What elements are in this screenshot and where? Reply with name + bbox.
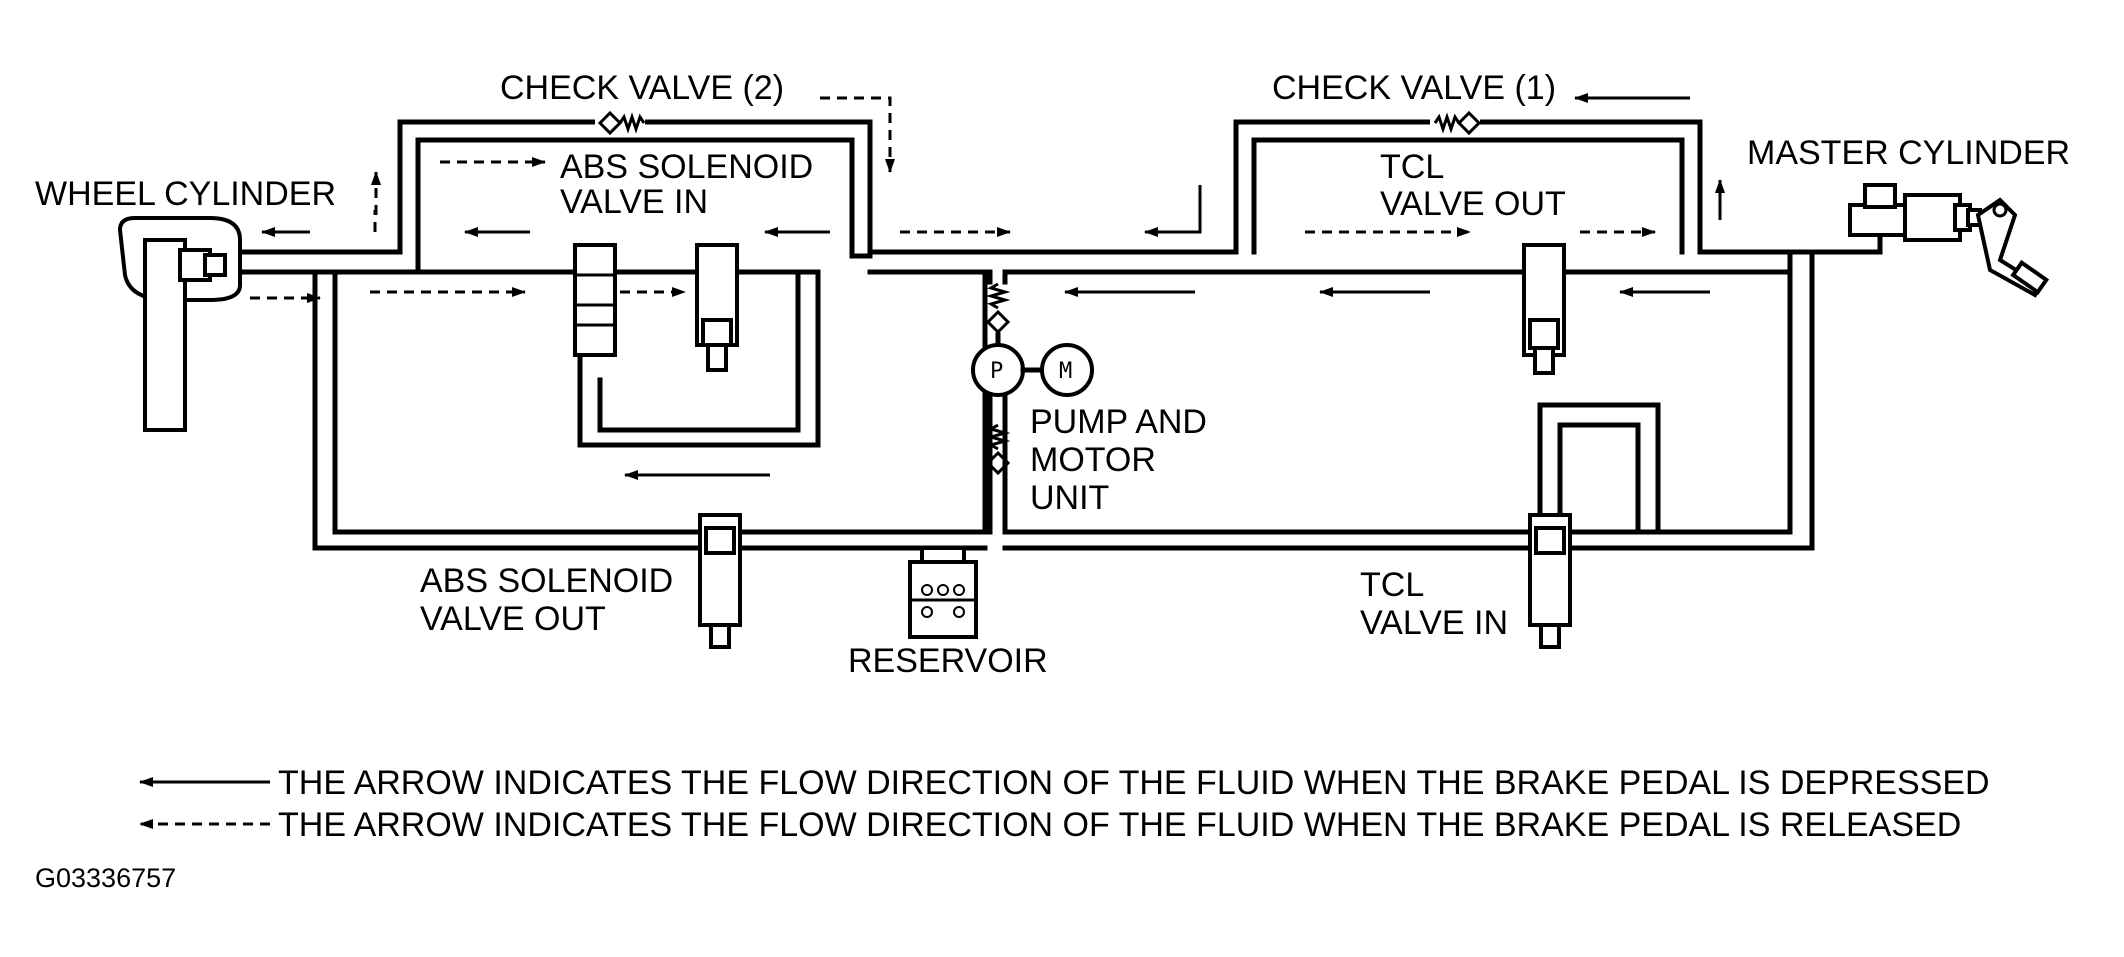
pump-check-valve-lower-icon: [985, 423, 1011, 476]
check-valve-2-label: CHECK VALVE (2): [500, 69, 784, 107]
reservoir-label: RESERVOIR: [848, 642, 1048, 680]
tcl-valve-in: [1528, 513, 1572, 649]
abs-solenoid-valve-out: [698, 513, 742, 649]
figure-id: G03336757: [35, 863, 176, 893]
motor-icon: M: [1040, 343, 1094, 397]
pump-symbol: P: [990, 359, 1003, 384]
reservoir-icon: [908, 546, 978, 639]
pump-label-3: UNIT: [1030, 479, 1109, 517]
tcl-valve-in-label-1: TCL: [1360, 566, 1424, 604]
master-cylinder-icon: [1848, 183, 2050, 298]
flow-arrows-depressed: [261, 93, 1725, 480]
flow-arrows-released: [250, 96, 1656, 303]
tcl-valve-in-label-2: VALVE IN: [1360, 604, 1508, 642]
tcl-valve-out-label-2: VALVE OUT: [1380, 185, 1566, 223]
wheel-cylinder-label: WHEEL CYLINDER: [35, 175, 336, 213]
abs-solenoid-valve-in-label-2: VALVE IN: [560, 183, 708, 221]
legend-depressed-text: THE ARROW INDICATES THE FLOW DIRECTION O…: [278, 764, 1990, 802]
tcl-valve-out-label-1: TCL: [1380, 148, 1444, 186]
pump-label-1: PUMP AND: [1030, 403, 1207, 441]
check-valve-1-icon: [1430, 110, 1482, 136]
check-valve-2-icon: [595, 110, 646, 136]
abs-solenoid-valve-in-b: [695, 243, 739, 372]
abs-solenoid-valve-out-label-2: VALVE OUT: [420, 600, 606, 638]
abs-solenoid-valve-in-label-1: ABS SOLENOID: [560, 148, 813, 186]
tcl-valve-out: [1522, 243, 1566, 375]
pump-check-valve-upper-icon: [985, 282, 1011, 335]
pump-label-2: MOTOR: [1030, 441, 1156, 479]
legend-released-text: THE ARROW INDICATES THE FLOW DIRECTION O…: [278, 806, 1961, 844]
abs-solenoid-valve-in-a: [573, 243, 617, 357]
check-valve-1-label: CHECK VALVE (1): [1272, 69, 1556, 107]
abs-solenoid-valve-out-label-1: ABS SOLENOID: [420, 562, 673, 600]
pump-icon: P: [971, 332, 1045, 397]
master-cylinder-label: MASTER CYLINDER: [1747, 134, 2070, 172]
wheel-cylinder-icon: [117, 216, 242, 432]
motor-symbol: M: [1059, 359, 1072, 384]
legend: THE ARROW INDICATES THE FLOW DIRECTION O…: [139, 764, 1990, 844]
